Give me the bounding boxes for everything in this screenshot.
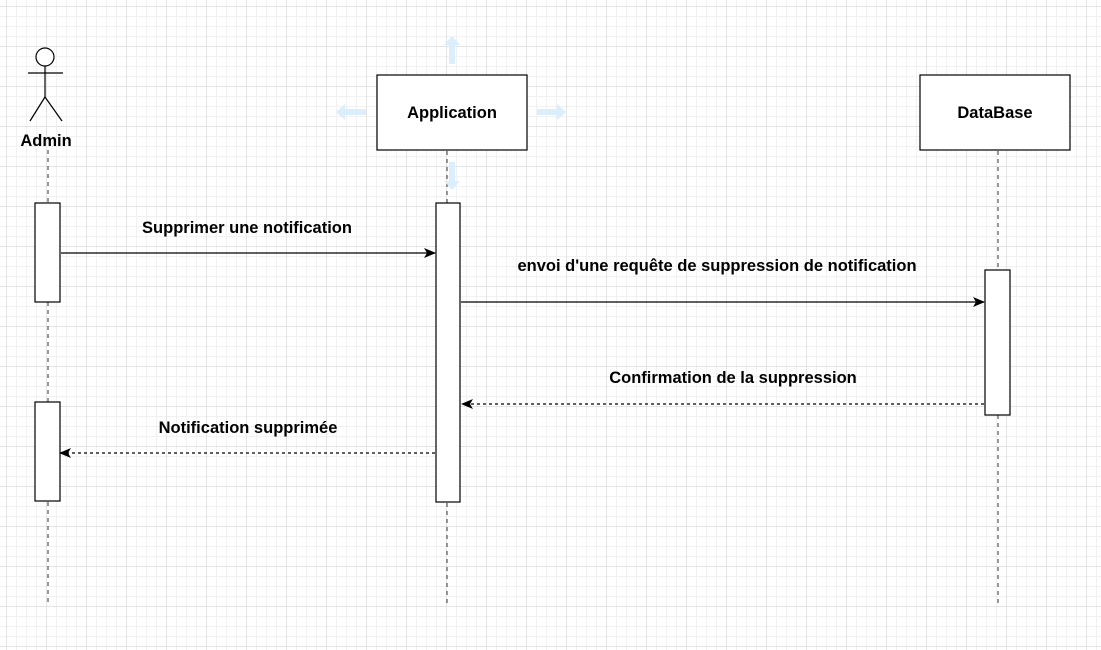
application-label: Application [407,104,497,122]
database-label: DataBase [957,104,1032,122]
arrow-left-icon[interactable] [336,104,366,120]
selection-handles[interactable] [336,36,566,190]
message-label: envoi d'une requête de suppression de no… [517,257,916,275]
message-label: Supprimer une notification [142,219,352,237]
message-supprimer[interactable]: Supprimer une notification [61,219,436,258]
message-confirmation[interactable]: Confirmation de la suppression [461,369,984,409]
actor-left-leg [29,96,46,122]
message-label: Notification supprimée [159,419,338,437]
admin-activation-1[interactable] [34,202,61,303]
database-box[interactable] [919,74,1071,151]
arrow-up-icon[interactable] [444,36,460,64]
arrow-down-icon[interactable] [444,162,460,190]
application-participant[interactable]: Application [376,74,528,151]
message-notification-supprimee[interactable]: Notification supprimée [59,419,435,458]
admin-activation-2[interactable] [34,401,61,502]
admin-actor[interactable]: Admin [20,47,72,150]
actor-head [35,47,55,67]
application-activation[interactable] [435,202,461,503]
database-activation[interactable] [984,269,1011,416]
admin-label: Admin [20,132,71,150]
message-requete[interactable]: envoi d'une requête de suppression de no… [461,257,985,307]
database-participant[interactable]: DataBase [919,74,1071,151]
application-box[interactable] [376,74,528,151]
message-label: Confirmation de la suppression [609,369,857,387]
actor-right-leg [44,96,63,122]
arrow-right-icon[interactable] [537,104,566,120]
